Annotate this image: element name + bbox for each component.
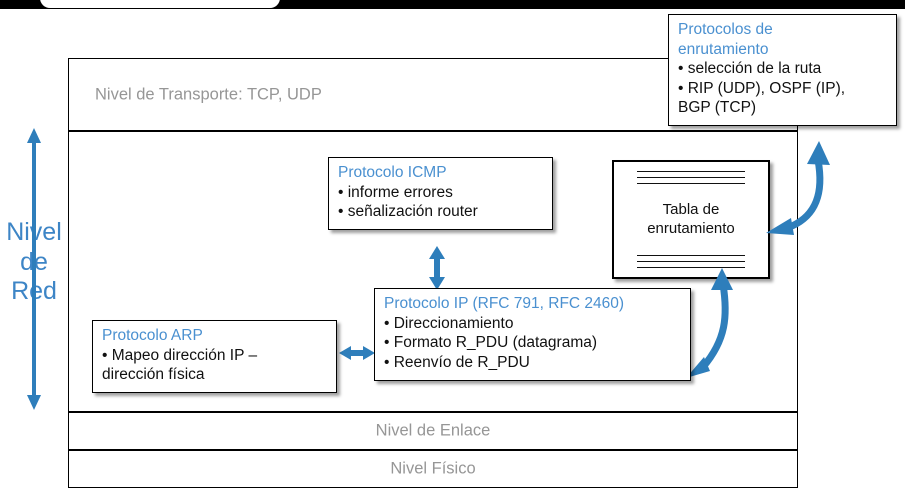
callout-icmp-item: • señalización router bbox=[338, 203, 478, 221]
layer-link: Nivel de Enlace bbox=[68, 412, 798, 450]
top-black-strip bbox=[0, 0, 905, 9]
connector-routing-protocols-to-table-icon bbox=[766, 141, 830, 235]
document-rules-top bbox=[637, 171, 745, 184]
callout-ip-item: • Formato R_PDU (datagrama) bbox=[384, 334, 598, 352]
top-white-tab bbox=[40, 0, 280, 8]
callout-routing-protocols-item: • selección de la ruta bbox=[678, 60, 822, 78]
callout-ip-title: Protocolo IP (RFC 791, RFC 2460) bbox=[384, 295, 625, 312]
callout-routing-protocols: Protocolos de enrutamiento • selección d… bbox=[668, 14, 897, 127]
callout-arp-item: • Mapeo dirección IP – dirección física bbox=[102, 346, 258, 384]
layer-physical: Nivel Físico bbox=[68, 450, 798, 488]
callout-routing-protocols-item: • RIP (UDP), OSPF (IP), BGP (TCP) bbox=[678, 79, 846, 117]
callout-routing-protocols-title: Protocolos de enrutamiento bbox=[678, 21, 773, 58]
callout-icmp-item: • informe errores bbox=[338, 183, 453, 201]
connector-arp-to-ip-icon bbox=[339, 346, 375, 360]
document-rule bbox=[637, 261, 745, 262]
callout-ip: Protocolo IP (RFC 791, RFC 2460) • Direc… bbox=[374, 288, 691, 381]
callout-arp-title: Protocolo ARP bbox=[102, 327, 203, 344]
document-rule bbox=[637, 171, 745, 172]
document-rule bbox=[637, 177, 745, 178]
document-rule bbox=[637, 267, 745, 268]
document-rule bbox=[637, 183, 745, 184]
layer-physical-label: Nivel Físico bbox=[390, 459, 476, 478]
document-rules-bottom bbox=[637, 255, 745, 268]
connector-icmp-to-ip-icon bbox=[429, 246, 445, 290]
document-rule bbox=[637, 255, 745, 256]
callout-ip-item: • Direccionamiento bbox=[384, 314, 514, 332]
routing-table-document: Tabla de enrutamiento bbox=[612, 160, 770, 279]
network-layer-span-arrow-icon bbox=[27, 128, 41, 410]
layer-link-label: Nivel de Enlace bbox=[375, 421, 491, 440]
callout-arp: Protocolo ARP • Mapeo dirección IP – dir… bbox=[92, 320, 337, 393]
connector-ip-to-routing-table-icon bbox=[686, 268, 733, 378]
callout-icmp: Protocolo ICMP • informe errores • señal… bbox=[328, 157, 553, 230]
layer-transport-label: Nivel de Transporte: TCP, UDP bbox=[95, 85, 322, 103]
callout-icmp-title: Protocolo ICMP bbox=[338, 164, 447, 181]
callout-ip-item: • Reenvío de R_PDU bbox=[384, 353, 530, 371]
routing-table-label: Tabla de enrutamiento bbox=[647, 200, 735, 237]
